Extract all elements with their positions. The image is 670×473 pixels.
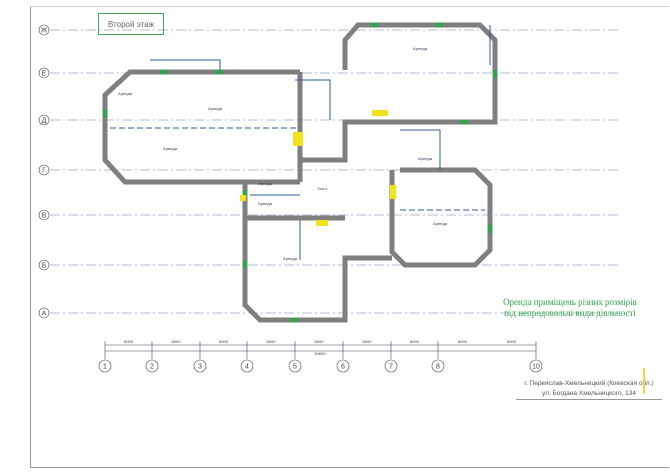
column-span: 6000	[410, 339, 420, 344]
column-axis-marker	[193, 359, 207, 373]
inner-partition	[400, 129, 441, 170]
column-axis-label: 5	[293, 364, 297, 371]
column-axis-label: 2	[150, 364, 154, 371]
column-axis-marker	[336, 359, 350, 373]
rent-note-line1: Оренда приміщень різних розмірів	[503, 297, 637, 307]
room-label: Аренда	[418, 156, 433, 161]
row-axis-label: Б	[42, 263, 47, 270]
plan-title: Второй этаж	[98, 13, 164, 35]
column-span: 6000	[124, 339, 134, 344]
column-axis-marker	[240, 359, 254, 373]
column-axis-label: 3	[198, 364, 202, 371]
column-axis-marker	[384, 359, 398, 373]
column-axis-label: 8	[436, 364, 440, 371]
row-axis-label: Д	[42, 118, 47, 125]
room-label: Аренда	[258, 181, 273, 186]
row-axis-marker	[38, 307, 50, 319]
column-axis-label: 1	[103, 364, 107, 371]
column-axis-marker	[288, 359, 302, 373]
inner-partition	[150, 59, 221, 72]
wall-left-block	[102, 69, 300, 185]
row-axis-marker	[38, 67, 50, 79]
column-axis-label: 6	[341, 364, 345, 371]
column-span: 6000	[172, 339, 182, 344]
room-label: Аренда	[163, 146, 178, 151]
column-span: 6000	[315, 339, 325, 344]
row-axis-label: Ж	[41, 28, 48, 35]
row-axis-marker	[38, 24, 50, 36]
row-axes: Ж Е Д Г В Б А	[38, 24, 620, 319]
column-axis-marker	[431, 359, 445, 373]
row-axis-marker	[38, 209, 50, 221]
drawing-frame	[30, 6, 669, 468]
room-label: Аренда	[413, 46, 428, 51]
room-label: Аренда	[258, 201, 273, 206]
column-span: 6000	[267, 339, 277, 344]
address-line2: ул. Богдана Хмельницкого, 134	[541, 390, 637, 397]
column-span: 6000	[219, 339, 229, 344]
column-span: 6000	[363, 339, 373, 344]
wall-middle	[297, 72, 400, 163]
row-axis-marker	[38, 164, 50, 176]
column-span: 6000	[458, 339, 468, 344]
rent-note-line2: під непродовольчі види діяльності	[504, 308, 636, 318]
column-axis-marker	[529, 359, 543, 373]
room-label: Аренда	[433, 221, 448, 226]
column-axis-marker	[98, 359, 112, 373]
column-axis-marker	[145, 359, 159, 373]
row-axis-label: Г	[42, 168, 46, 175]
address-marker	[643, 368, 645, 394]
wall-bottom-center	[242, 182, 392, 323]
row-axis-label: Е	[42, 71, 47, 78]
inner-partition	[295, 79, 331, 120]
room-label: Аренда	[283, 256, 298, 261]
wall-top-right-block	[342, 22, 498, 125]
column-span: 6000	[507, 339, 517, 344]
room-label: Холл	[317, 186, 327, 191]
row-axis-marker	[38, 259, 50, 271]
row-axis-label: В	[42, 213, 47, 220]
room-label: Аренда	[118, 91, 133, 96]
rent-note: Оренда приміщень різних розмірів під неп…	[470, 297, 670, 319]
address-block: г. Переяслав-Хмельницкий (Киевская обл.)…	[516, 379, 662, 400]
column-axis-label: 10	[532, 364, 540, 371]
windows	[103, 23, 497, 322]
column-axis-label: 4	[245, 364, 249, 371]
highlighted-doors	[240, 110, 396, 226]
address-line1: г. Переяслав-Хмельницкий (Киевская обл.)	[524, 380, 654, 387]
wall-right-block	[389, 167, 493, 268]
row-axis-label: А	[42, 311, 47, 318]
row-axis-marker	[38, 114, 50, 126]
total-span: 54000	[314, 351, 326, 356]
room-label: Аренда	[208, 106, 223, 111]
column-axis-label: 7	[389, 364, 393, 371]
